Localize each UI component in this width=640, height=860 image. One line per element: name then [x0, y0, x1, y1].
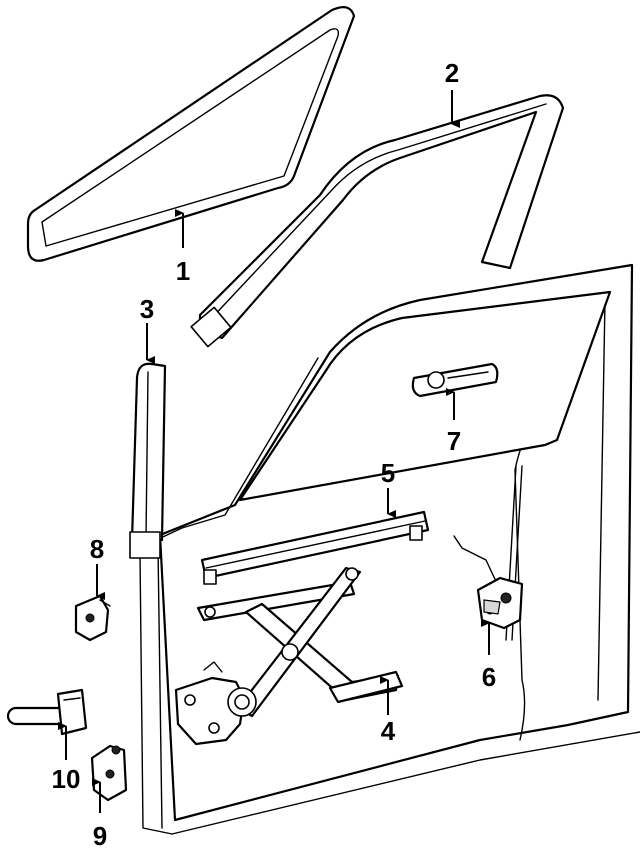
callout-8: 8	[90, 534, 104, 564]
callout-5: 5	[381, 458, 395, 488]
callout-10: 10	[52, 764, 81, 794]
door-hinge-upper	[74, 594, 111, 642]
callout-1: 1	[176, 256, 190, 286]
door-lock	[453, 465, 524, 641]
glass-run-channel	[190, 94, 565, 348]
door-check	[6, 688, 88, 736]
callout-arrows	[58, 90, 490, 813]
rear-run-channel	[129, 362, 167, 559]
callout-9: 9	[93, 821, 107, 851]
callout-6: 6	[482, 662, 496, 692]
callout-7: 7	[447, 426, 461, 456]
callout-3: 3	[140, 294, 154, 324]
callout-2: 2	[445, 58, 459, 88]
callout-4: 4	[381, 716, 396, 746]
glass-channel	[200, 510, 430, 585]
outside-handle	[411, 362, 499, 398]
window-regulator	[174, 566, 404, 746]
door-shell	[139, 263, 640, 835]
door-hinge-lower	[90, 744, 128, 802]
door-glass	[26, 5, 356, 262]
